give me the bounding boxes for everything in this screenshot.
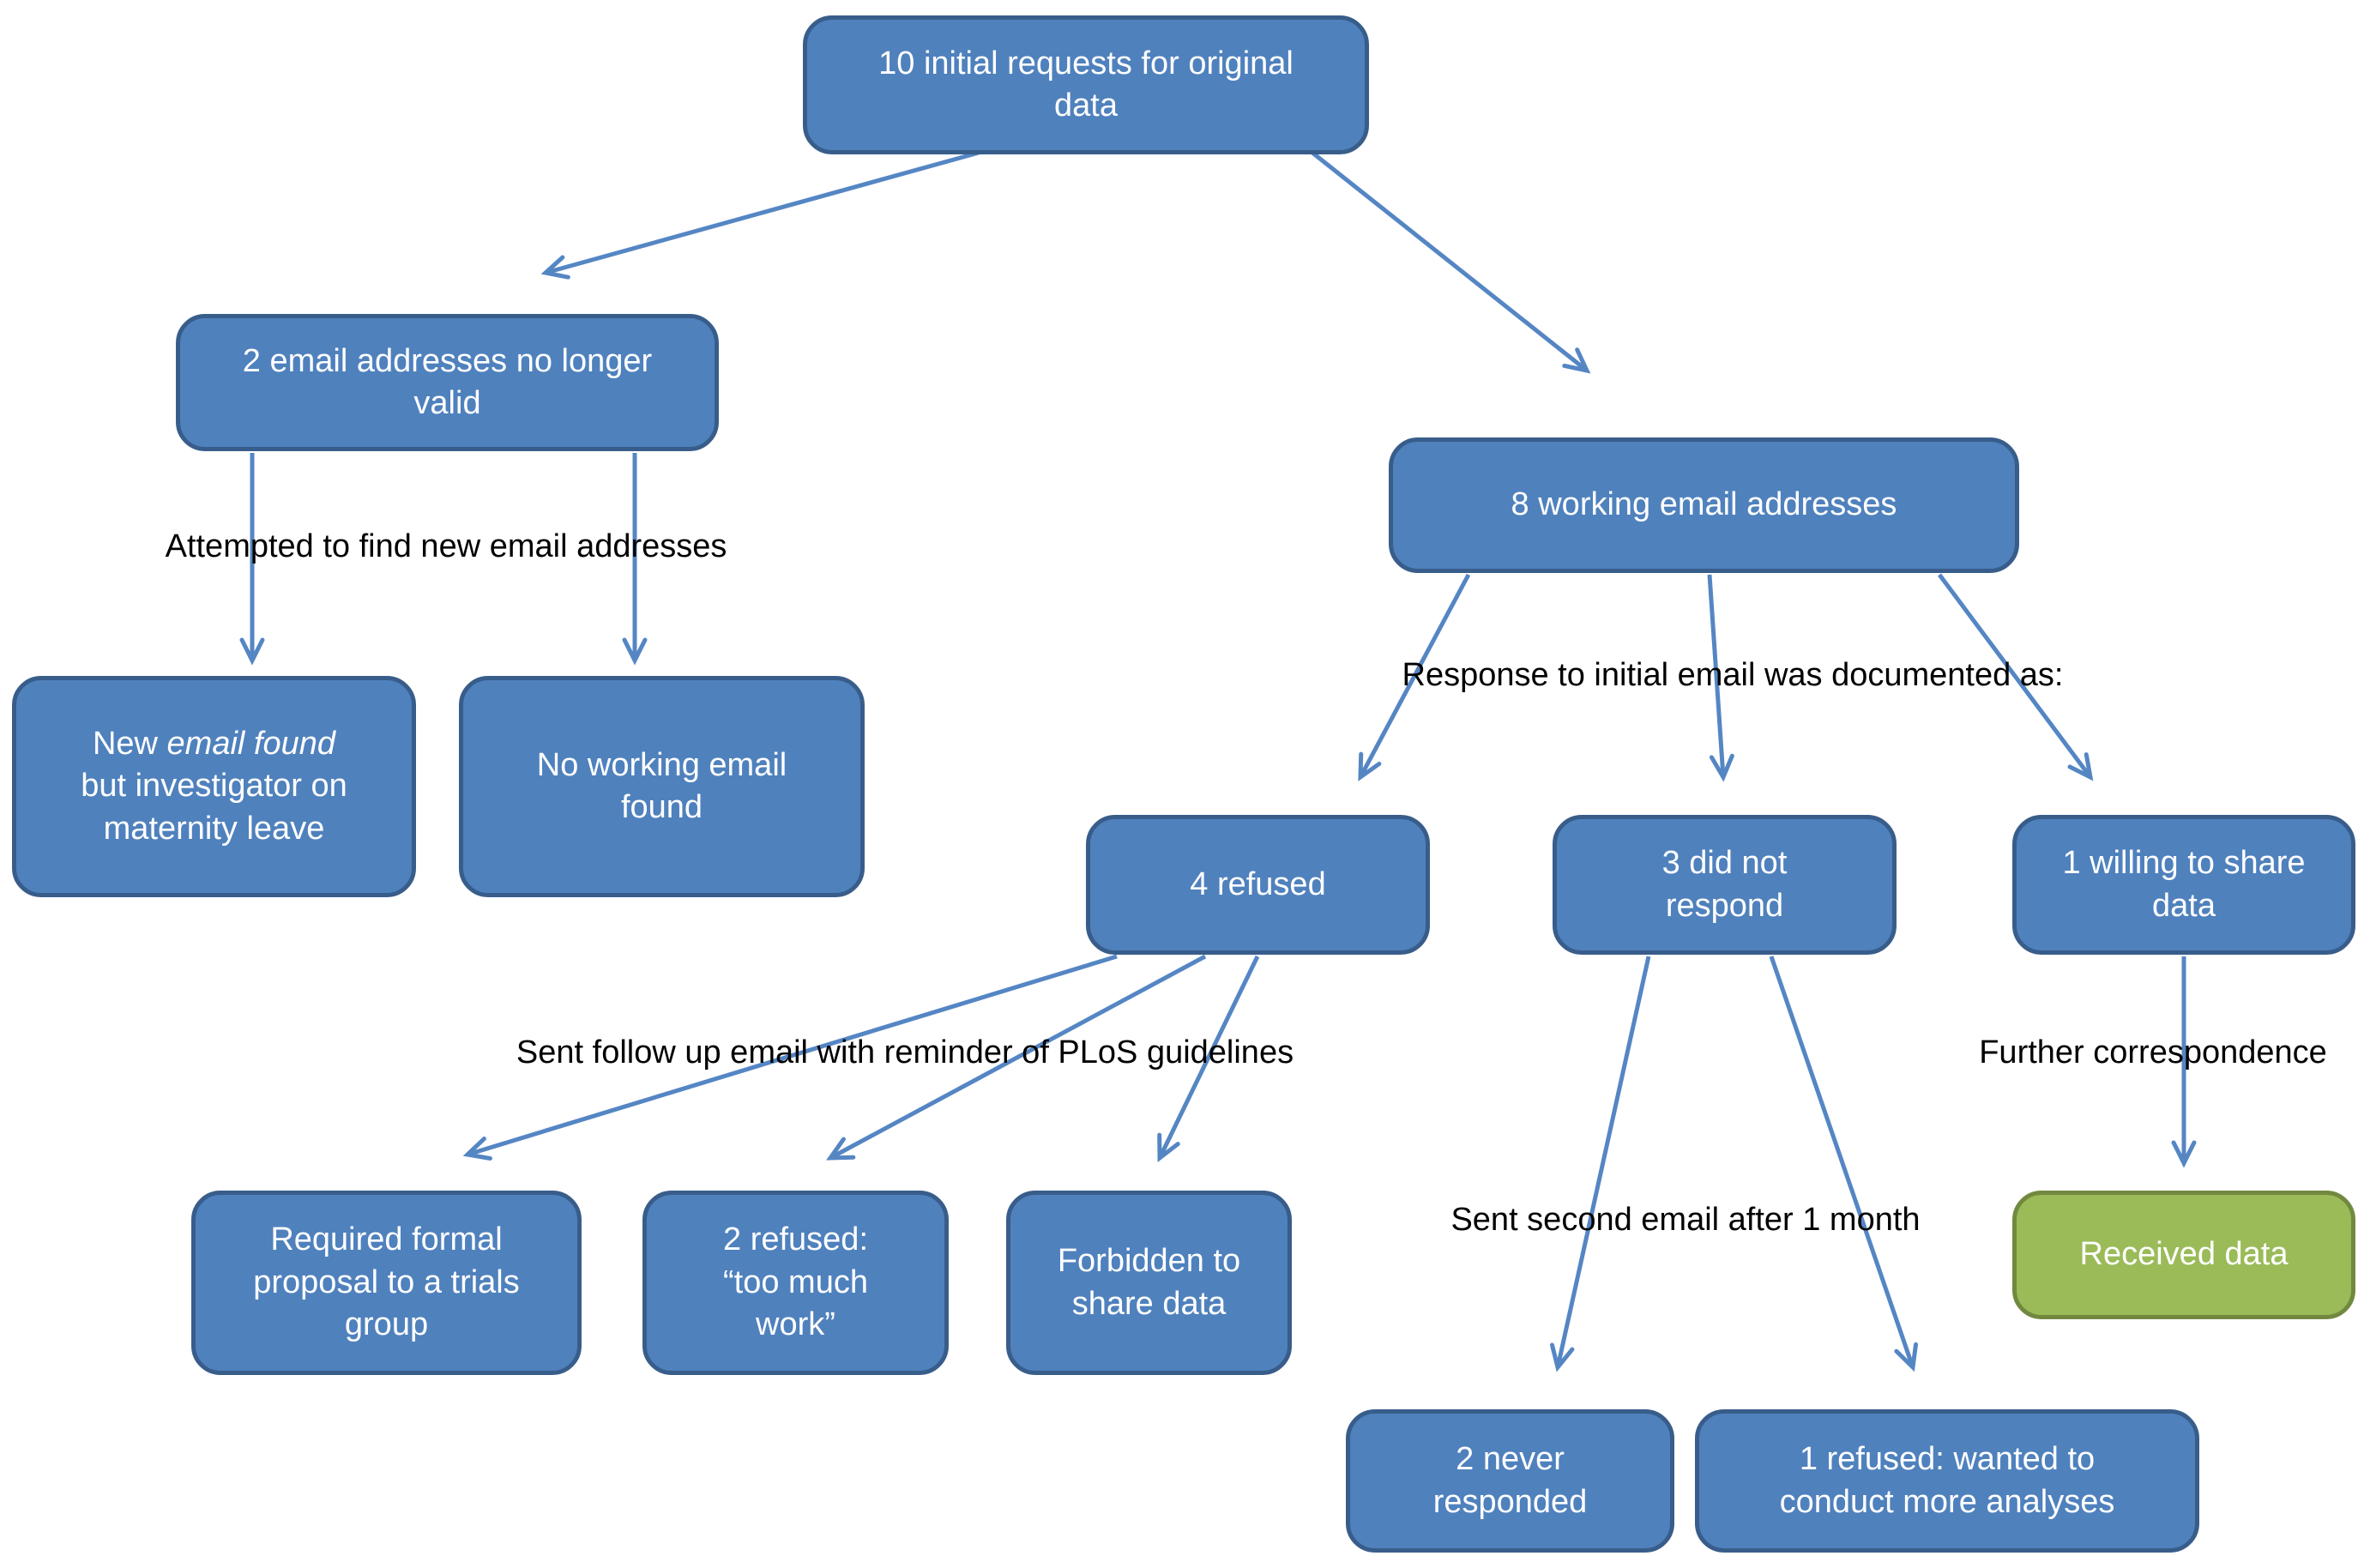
node-refused-label: 4 refused: [1190, 865, 1326, 902]
label-response-documented: Response to initial email was documented…: [1402, 657, 2064, 693]
node-refused-more-analyses: 1 refused: wanted to conduct more analys…: [1695, 1409, 2199, 1553]
arrow-refused-to-formal-proposal: [462, 954, 1118, 1161]
arrow-refused-to-forbidden: [1157, 955, 1260, 1163]
label-follow-up-email: Sent follow up email with reminder of PL…: [516, 1034, 1294, 1070]
node-refused-more-analyses-label: 1 refused: wanted to conduct more analys…: [1779, 1441, 2115, 1520]
node-invalid-emails: 2 email addresses no longer valid: [176, 314, 719, 451]
node-no-working-email: No working email found: [459, 676, 865, 897]
node-refused: 4 refused: [1086, 815, 1430, 955]
node-new-email-found-pre: New: [92, 725, 167, 762]
node-too-much-work-label: 2 refused: “too much work”: [723, 1221, 868, 1343]
node-did-not-respond-label: 3 did not respond: [1661, 845, 1788, 924]
node-no-working-email-label: No working email found: [536, 746, 787, 825]
arrow-working-to-willing: [1937, 573, 2094, 781]
label-attempted-new-addresses: Attempted to find new email addresses: [165, 528, 727, 564]
node-willing-to-share: 1 willing to share data: [2012, 815, 2355, 955]
node-invalid-emails-label: 2 email addresses no longer valid: [242, 342, 653, 421]
node-too-much-work: 2 refused: “too much work”: [642, 1191, 949, 1375]
node-forbidden-to-share-label: Forbidden to share data: [1057, 1243, 1241, 1322]
node-received-data-label: Received data: [2079, 1236, 2289, 1273]
node-never-responded: 2 never responded: [1346, 1409, 1674, 1553]
node-received-data: Received data: [2012, 1191, 2355, 1319]
label-further-correspondence: Further correspondence: [1979, 1034, 2327, 1070]
arrow-did-not-respond-to-refused-analyses: [1769, 956, 1919, 1372]
node-never-responded-label: 2 never responded: [1432, 1441, 1588, 1520]
node-new-email-found: New email found but investigator on mate…: [12, 676, 416, 897]
arrow-working-to-did-not-respond: [1707, 574, 1734, 782]
node-willing-to-share-label: 1 willing to share data: [2062, 845, 2306, 924]
arrow-root-to-working-emails: [1311, 151, 1591, 374]
node-new-email-found-label: New email found but investigator on mate…: [81, 723, 347, 850]
arrow-did-not-respond-to-never-responded: [1549, 956, 1651, 1372]
node-did-not-respond: 3 did not respond: [1553, 815, 1897, 955]
node-new-email-found-italic: email found: [166, 725, 336, 762]
node-working-emails-label: 8 working email addresses: [1511, 486, 1897, 523]
node-formal-proposal-label: Required formal proposal to a trials gro…: [253, 1221, 520, 1343]
node-initial-requests: 10 initial requests for original data: [803, 15, 1369, 154]
node-formal-proposal: Required formal proposal to a trials gro…: [191, 1191, 582, 1375]
node-initial-requests-label: 10 initial requests for original data: [878, 45, 1294, 124]
node-forbidden-to-share: Forbidden to share data: [1006, 1191, 1292, 1375]
label-second-email: Sent second email after 1 month: [1450, 1202, 1921, 1238]
arrow-refused-to-too-much-work: [826, 954, 1207, 1161]
node-new-email-found-post: but investigator on maternity leave: [81, 768, 347, 847]
arrow-root-to-invalid-emails: [540, 150, 980, 280]
arrow-working-to-refused: [1358, 573, 1471, 781]
node-working-emails: 8 working email addresses: [1389, 437, 2019, 573]
